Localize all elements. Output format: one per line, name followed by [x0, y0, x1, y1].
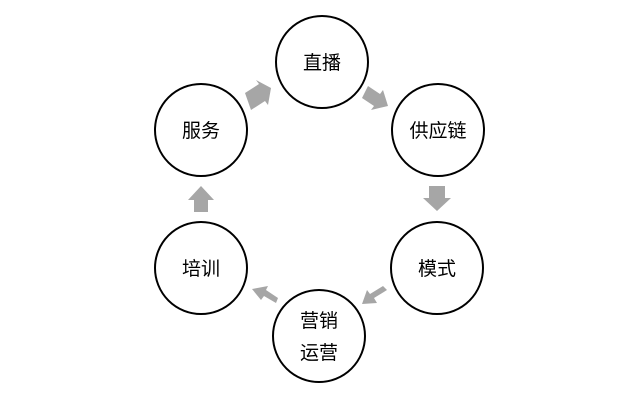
arrow-moshi-to-yingxiao	[362, 286, 387, 304]
node-yingxiao-label-line1: 营销	[300, 310, 338, 332]
arrow-zhibo-to-gongyinglian	[362, 86, 388, 110]
node-moshi: 模式	[390, 221, 484, 315]
node-gongyinglian: 供应链	[391, 83, 485, 177]
node-moshi-label: 模式	[418, 258, 456, 280]
arrow-gongyinglian-to-moshi	[423, 186, 451, 211]
node-yingxiao-label-line2: 运营	[300, 342, 338, 364]
node-yingxiao-yunying: 营销 运营	[272, 289, 366, 383]
node-peixun-label: 培训	[182, 258, 220, 280]
arrow-yingxiao-to-peixun	[252, 286, 278, 303]
node-fuwu-label: 服务	[182, 120, 220, 142]
node-zhibo-label: 直播	[303, 52, 341, 74]
node-fuwu: 服务	[154, 83, 248, 177]
node-gongyinglian-label: 供应链	[409, 120, 466, 142]
node-zhibo: 直播	[275, 15, 369, 109]
node-peixun: 培训	[154, 221, 248, 315]
arrow-peixun-to-fuwu	[188, 186, 214, 212]
arrow-fuwu-to-zhibo	[245, 80, 271, 110]
